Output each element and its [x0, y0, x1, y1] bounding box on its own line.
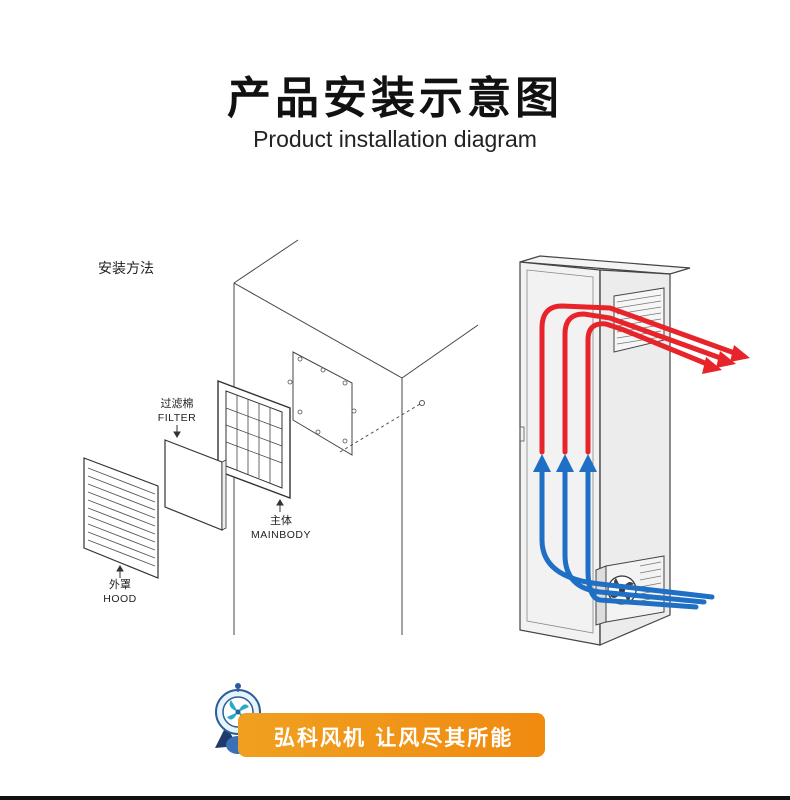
mainbody-label: 主体 MAINBODY [250, 514, 311, 541]
page-title: 产品安装示意图 [227, 73, 563, 124]
slogan-banner [238, 713, 545, 757]
mainbody-part [217, 379, 291, 500]
method-label: 安装方法 [98, 261, 154, 277]
arrow-up-icon [533, 454, 597, 472]
bottom-divider [0, 796, 790, 800]
hood-part [83, 457, 159, 579]
filter-part [164, 439, 227, 531]
hood-label: 外罩 HOOD [103, 578, 137, 605]
slogan-text: 弘科风机 让风尽其所能 [274, 726, 514, 750]
hot-airflow [539, 303, 743, 455]
arrow-up-icon [116, 425, 284, 578]
screw-line [339, 400, 425, 453]
cool-airflow [539, 467, 715, 610]
page-subtitle: Product installation diagram [253, 126, 537, 152]
arrow-right-icon [702, 345, 750, 374]
filter-label: 过滤棉 FILTER [157, 397, 197, 424]
mounting-cutout [287, 351, 357, 456]
